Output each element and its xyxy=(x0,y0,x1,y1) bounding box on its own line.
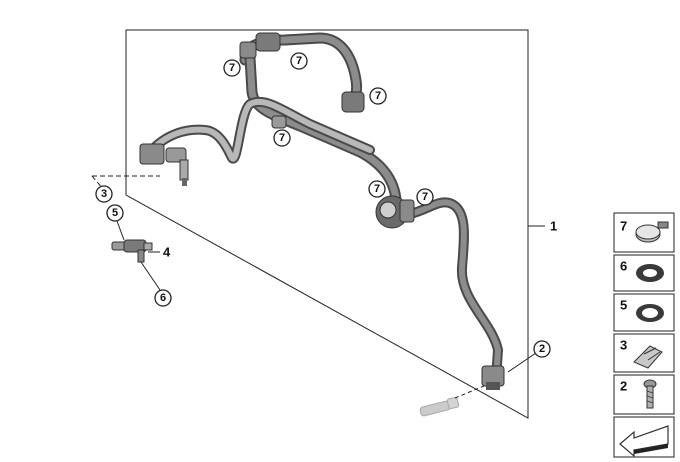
callout-7e: 7 xyxy=(368,180,386,198)
callout-7a: 7 xyxy=(223,59,241,77)
svg-text:7: 7 xyxy=(374,183,380,195)
callout-7c: 7 xyxy=(369,87,387,105)
label-part-4: 4 xyxy=(163,245,171,260)
leader-line-2 xyxy=(507,352,537,373)
svg-text:3: 3 xyxy=(101,188,107,200)
callout-3: 3 xyxy=(95,185,113,203)
svg-text:2: 2 xyxy=(620,379,627,394)
svg-text:5: 5 xyxy=(620,298,627,313)
fuel-injector-faded xyxy=(419,396,460,417)
direction-arrow-icon xyxy=(619,425,669,458)
screw-icon xyxy=(643,379,657,409)
svg-text:2: 2 xyxy=(539,343,545,355)
callout-6: 6 xyxy=(154,289,172,307)
callout-7d: 7 xyxy=(273,129,291,147)
leader-line-5 xyxy=(116,220,125,241)
seal-ring-icon xyxy=(636,304,664,322)
legend-item-2 xyxy=(613,374,675,415)
o-ring-icon xyxy=(636,264,664,282)
callout-5: 5 xyxy=(106,204,124,222)
svg-text:3: 3 xyxy=(620,338,627,353)
fuel-injector xyxy=(111,239,153,263)
svg-text:7: 7 xyxy=(229,62,235,74)
hose-clamp-icon xyxy=(635,221,669,243)
reference-dash-line xyxy=(91,175,105,191)
assembly-frame xyxy=(125,29,529,419)
label-part-1: 1 xyxy=(550,219,557,234)
retaining-clip-icon xyxy=(633,345,663,369)
svg-text:7: 7 xyxy=(279,132,285,144)
callout-2: 2 xyxy=(533,340,551,358)
callout-7f: 7 xyxy=(416,188,434,206)
leader-line-6 xyxy=(140,261,161,291)
parts-legend: 7 6 5 3 2 xyxy=(613,212,675,458)
svg-text:6: 6 xyxy=(620,259,627,274)
injector-dash-leader xyxy=(454,385,485,399)
svg-text:6: 6 xyxy=(160,292,166,304)
svg-text:5: 5 xyxy=(112,207,118,219)
svg-text:7: 7 xyxy=(375,90,381,102)
svg-text:7: 7 xyxy=(422,191,428,203)
callout-7b: 7 xyxy=(290,52,308,70)
svg-text:7: 7 xyxy=(620,219,627,234)
fuel-line-assembly xyxy=(139,32,505,390)
svg-text:7: 7 xyxy=(296,55,302,67)
